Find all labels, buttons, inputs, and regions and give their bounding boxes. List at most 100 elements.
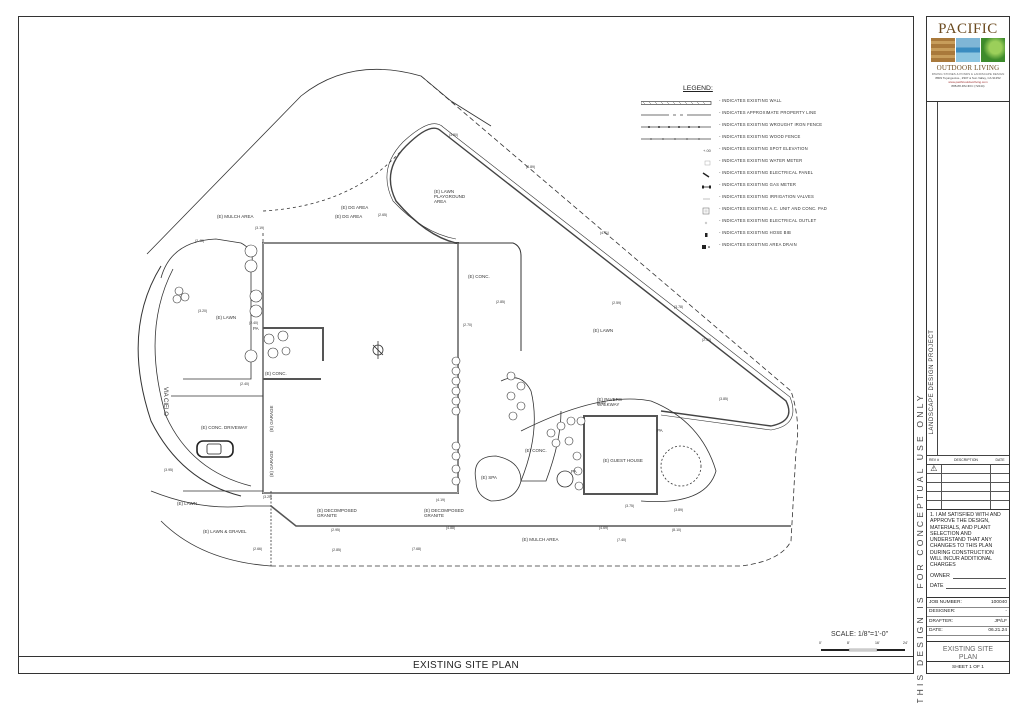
legend-item-water-meter: - INDICATES EXISTING WATER METER <box>641 155 841 166</box>
spot-elevation: (2.30) <box>702 338 712 342</box>
water-tile-icon <box>956 38 980 62</box>
disclaimer-text: THIS DESIGN IS FOR CONCEPTUAL USE ONLY <box>915 391 925 703</box>
wood-fence-symbol-icon <box>641 131 713 141</box>
revision-row <box>927 492 1009 501</box>
label-conc-driveway: (E) CONC. DRIVEWAY <box>201 425 248 430</box>
spot-elevation: (2.89) <box>526 165 536 169</box>
rev-header-date: DATE <box>995 458 1005 462</box>
logo-tiles <box>929 38 1007 62</box>
spot-elevation: (3.20) <box>198 309 208 313</box>
wall-south <box>270 505 791 527</box>
svg-text:+.00: +.00 <box>703 148 712 153</box>
label-conc-patio: (E) CONC. <box>468 274 490 279</box>
label-street-name: VIA CIELO <box>162 387 168 417</box>
label-spa: (E) SPA <box>481 475 497 480</box>
company-phone: 888-88-PACIFIC (72244) <box>951 84 985 88</box>
site-plan-drawing: (E) DG AREA (E) MULCH AREA (E) DG AREA (… <box>19 17 913 657</box>
spot-elevation: (3.80) <box>449 133 459 137</box>
area-drain-symbol-icon <box>641 239 713 249</box>
spot-elevation: (2.40) <box>240 382 250 386</box>
car-icon <box>196 440 234 458</box>
property-line-north <box>146 68 492 255</box>
info-row-drafter: DRAFTER:JP/LF <box>927 617 1009 627</box>
irrigation-valve-symbol-icon <box>641 191 713 201</box>
label-pavers-walkway: (E) PAVERS WALKWAY <box>597 397 622 407</box>
project-label: LANDSCAPE DESIGN PROJECT <box>929 329 935 435</box>
label-mulch-area-bottom: (E) MULCH AREA <box>522 537 559 542</box>
legend-item-electrical-panel: - INDICATES EXISTING ELECTRICAL PANEL <box>641 167 841 178</box>
main-house-outline <box>262 242 459 494</box>
drawing-title-bar: EXISTING SITE PLAN <box>19 656 913 673</box>
wall-playground <box>389 127 790 427</box>
label-pa-right: PA <box>657 428 663 433</box>
job-info-table: JOB NUMBER:100040 DESIGNER:- DRAFTER:JP/… <box>927 597 1009 636</box>
lawn-gravel-edge <box>160 520 272 567</box>
spot-elevation: (4.69) <box>599 526 609 530</box>
legend-item-wood-fence: - INDICATES EXISTING WOOD FENCE <box>641 131 841 141</box>
spot-elevation: (2.70) <box>463 323 473 327</box>
spot-elevation: (4.71) <box>600 231 610 235</box>
spot-elevation: (2.40) <box>249 321 259 325</box>
company-subtitle: OUTDOOR LIVING <box>936 64 1000 72</box>
owner-signature-field[interactable]: OWNER <box>930 573 1006 579</box>
spot-elevation: (2.48) <box>195 239 205 243</box>
ac-unit-symbol-icon <box>641 203 713 215</box>
label-garage-2: (E) GARAGE <box>269 450 274 477</box>
approval-text: 1. I AM SATISFIED WITH AND APPROVE THE D… <box>930 512 1001 569</box>
wrought-iron-fence-west <box>262 150 402 244</box>
revision-row <box>927 474 1009 483</box>
spot-elevation: (8.10) <box>672 528 682 532</box>
project-label-container: LANDSCAPE DESIGN PROJECT <box>927 282 937 482</box>
legend-item-electrical-outlet: - INDICATES EXISTING ELECTRICAL OUTLET <box>641 215 841 225</box>
drawing-sheet: (E) DG AREA (E) MULCH AREA (E) DG AREA (… <box>18 16 914 674</box>
lawn-lower-edge <box>150 490 271 508</box>
revision-table: REV # DESCRIPTION DATE ⚠ <box>927 455 1009 510</box>
rev-header-description: DESCRIPTION <box>954 458 978 462</box>
spot-elevation: (4.88) <box>446 526 456 530</box>
legend-title: LEGEND: <box>683 85 713 92</box>
label-lawn-playground: (E) LAWN PLAYGROUND AREA <box>434 189 466 204</box>
spot-elevation: (2.95) <box>331 528 341 532</box>
spot-elevation: (3.85) <box>719 397 729 401</box>
hose-bib-symbol-icon <box>641 227 713 237</box>
legend-item-area-drain: - INDICATES EXISTING AREA DRAIN <box>641 239 841 249</box>
label-garage-1: (E) GARAGE <box>269 405 274 432</box>
revision-triangle-icon: ⚠ <box>927 465 942 473</box>
label-mulch-area-left: (E) MULCH AREA <box>217 214 254 219</box>
scale-bar: 0' 8' 16' 24' <box>819 641 909 653</box>
north-arrow-icon <box>372 341 384 359</box>
title-block: PACIFIC OUTDOOR LIVING PAVING STONES & P… <box>926 16 1010 674</box>
spot-elevation: (3.89) <box>674 508 684 512</box>
wall-symbol-icon <box>640 95 713 105</box>
spot-elevation-symbol-icon: +.00 <box>641 143 713 153</box>
spot-elevation: (2.85) <box>332 548 342 552</box>
drawing-title: EXISTING SITE PLAN <box>413 659 519 671</box>
scale-tick-8: 8' <box>847 641 850 645</box>
trees-group <box>172 244 586 491</box>
legend-item-irrigation-valves: - INDICATES EXISTING IRRIGATION VALVES <box>641 191 841 201</box>
label-conc-spa: (E) CONC. <box>525 448 547 453</box>
label-decomposed-granite-1: (E) DECOMPOSED GRANITE <box>317 508 357 518</box>
sheet-number: SHEET 1 OF 1 <box>927 661 1009 673</box>
spot-elevation: (2.66) <box>253 547 263 551</box>
legend-item-property-line: - INDICATES APPROXIMATE PROPERTY LINE <box>641 107 841 117</box>
label-lawn-right: (E) LAWN <box>593 328 614 333</box>
electrical-outlet-symbol-icon <box>641 215 713 225</box>
company-name: PACIFIC <box>938 21 998 37</box>
gas-meter-symbol-icon <box>641 179 713 189</box>
leaf-tile-icon <box>981 38 1005 62</box>
fire-pit-circle <box>660 445 702 487</box>
info-row-date: DATE:06.21.24 <box>927 627 1009 636</box>
legend-item-wall: - INDICATES EXISTING WALL <box>640 95 841 105</box>
date-signature-field[interactable]: DATE <box>930 583 1006 590</box>
scale-tick-0: 0' <box>819 641 822 645</box>
spot-elevation: (3.75) <box>625 504 635 508</box>
spot-elevation: (7.40) <box>617 538 627 542</box>
spot-elevation: (3.95) <box>164 468 174 472</box>
label-guest-house: (E) GUEST HOUSE <box>603 458 643 463</box>
company-tagline: PAVING STONES & PONDS & LANDSCAPE DESIGN <box>931 72 1005 76</box>
street-curb-inner <box>154 268 252 487</box>
scale-label: SCALE: 1/8"=1'-0" <box>831 631 889 638</box>
spot-elevation: (7.68) <box>412 547 422 551</box>
label-lawn-lower: (E) LAWN <box>177 501 198 506</box>
